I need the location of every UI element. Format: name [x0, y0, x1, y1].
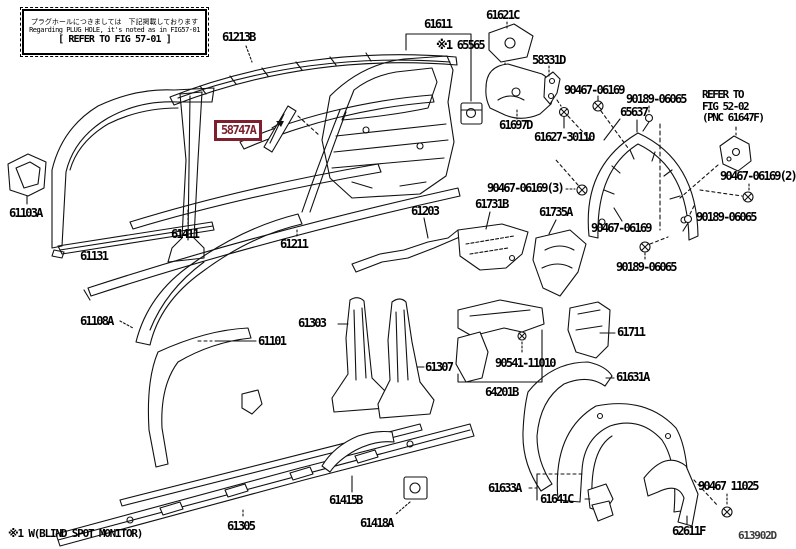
- part-label-61303: 61303: [298, 316, 327, 330]
- part-label-61621c: 61621C: [486, 8, 520, 22]
- art-refer-part: [679, 126, 752, 199]
- art-fasteners: [555, 95, 754, 260]
- part-label-61711: 61711: [617, 325, 646, 339]
- part-label-90189-06065-a: 90189-06065: [626, 92, 687, 106]
- art-center-pillars: [241, 297, 435, 419]
- part-label-61418a: 61418A: [360, 516, 394, 530]
- part-label-90467-11025: 90467 11025: [698, 479, 759, 493]
- part-label-90467-06169-b: 90467-06169: [591, 221, 652, 235]
- part-label-90189-06065-c: 90189-06065: [616, 260, 677, 274]
- highlighted-part-label-58747a: 58747A: [214, 120, 263, 141]
- refer-note-line-1: REFER TO: [702, 88, 744, 101]
- refer-note-line-2: FIG 52-02: [702, 99, 750, 113]
- art-rear-body: [321, 33, 483, 199]
- part-label-61101: 61101: [258, 334, 287, 348]
- art-rear-inner-panels: [522, 301, 616, 492]
- part-label-61103a: 61103A: [9, 206, 43, 220]
- part-label-61411: 61411: [171, 227, 200, 241]
- part-label-61627-30110: 61627-30110: [534, 130, 595, 144]
- part-label-61697d: 61697D: [499, 118, 533, 132]
- plug-hole-note-box: プラグホールにつきましては 下記掲載しております Regarding PLUG …: [20, 7, 209, 57]
- note-line-japanese: プラグホールにつきましては 下記掲載しております: [30, 18, 199, 26]
- art-61103a: [7, 153, 47, 205]
- part-label-61211: 61211: [280, 237, 309, 251]
- art-rocker-61305: [55, 423, 475, 547]
- part-label-58331d: 58331D: [532, 53, 566, 67]
- art-roof-rail: [169, 45, 458, 150]
- part-label-90467-06169-a: 90467-06169: [564, 83, 625, 97]
- art-rear-wheelhouse: [528, 403, 733, 527]
- part-label-61641c: 61641C: [540, 492, 574, 506]
- part-label-62611f: 62611F: [672, 524, 706, 538]
- part-label-61108a: 61108A: [80, 314, 114, 328]
- art-58747a-sash: [263, 105, 321, 153]
- part-label-90541-11010: 90541-11010: [495, 356, 556, 370]
- part-label-61633a: 61633A: [488, 481, 522, 495]
- part-label-61611: 61611: [424, 17, 453, 31]
- part-label-64201b: 64201B: [485, 385, 519, 399]
- part-label-61631a: 61631A: [616, 370, 650, 384]
- part-label-61131: 61131: [80, 249, 109, 263]
- part-label-61213b: 61213B: [222, 30, 256, 44]
- art-65637-liner: [587, 118, 699, 241]
- refer-note-line-3: (PNC 61647F): [702, 111, 765, 124]
- part-label-61307: 61307: [425, 360, 454, 374]
- part-label-90467-06169-2: 90467-06169(2): [720, 169, 796, 183]
- part-label-90189-06065-b: 90189-06065: [696, 210, 757, 224]
- art-cowl-panels: [457, 211, 587, 297]
- art-64201b-group: [455, 299, 545, 383]
- art-a-pillars: [119, 213, 303, 468]
- part-label-61731b: 61731B: [475, 197, 509, 211]
- art-rocker-strips: [83, 163, 463, 301]
- part-label-61735a: 61735A: [539, 205, 573, 219]
- art-upper-right-brackets: [485, 23, 593, 143]
- note-line-refer: [ REFER TO FIG 57-01 ]: [58, 34, 172, 45]
- part-label-65565: ※1 65565: [436, 38, 486, 52]
- part-label-65637: 65637: [620, 105, 649, 119]
- refer-to-fig-52-02-note: REFER TO FIG 52-02 (PNC 61647F): [702, 88, 765, 124]
- part-label-61415b: 61415B: [329, 493, 363, 507]
- part-label-90467-06169-3: 90467-06169(3): [487, 181, 565, 195]
- blind-spot-monitor-footnote: ※1 W(BLIND SPOT MONITOR): [8, 527, 143, 540]
- part-label-61305: 61305: [227, 519, 256, 533]
- diagram-code: 613902D: [738, 529, 777, 542]
- art-left-frame: [51, 87, 347, 263]
- part-label-61203: 61203: [411, 204, 440, 218]
- note-line-english: Regarding PLUG HOLE, it's noted as in FI…: [29, 26, 200, 34]
